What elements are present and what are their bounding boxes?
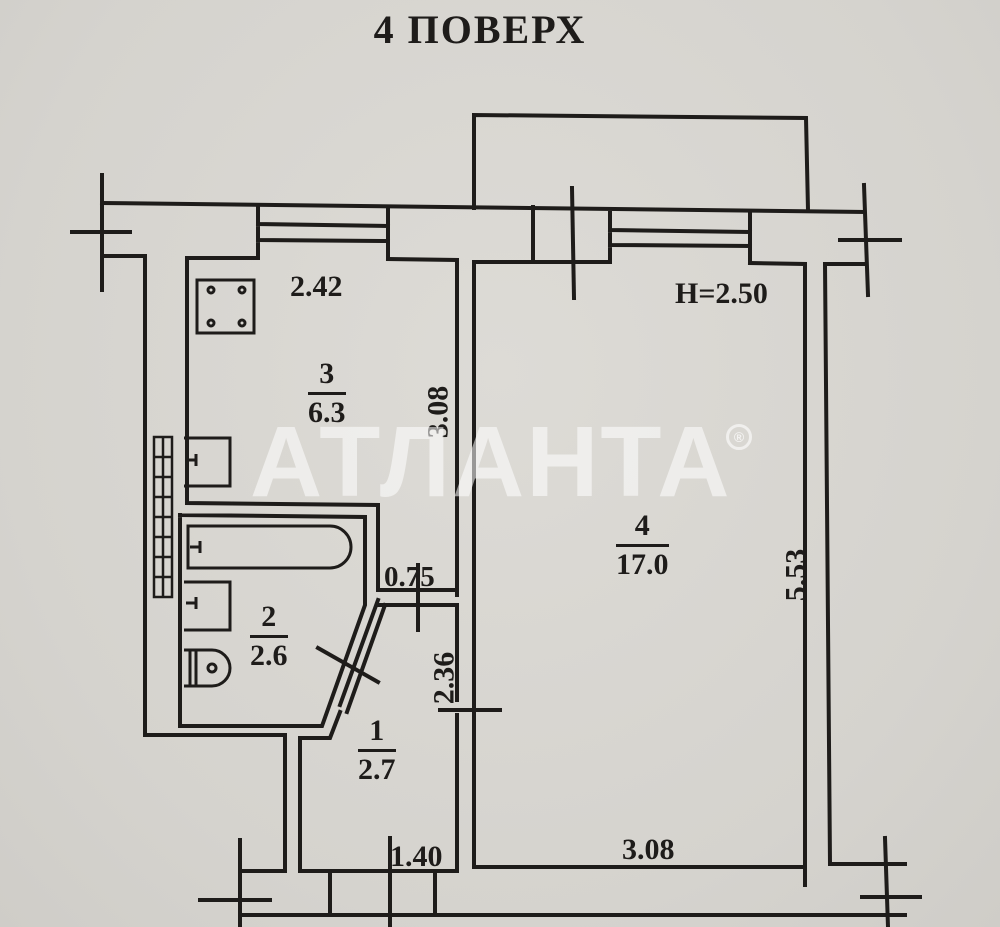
hall-depth-dimension: 2.36 — [427, 651, 461, 705]
room-number: 4 — [616, 510, 669, 547]
floor-title: 4 ПОВЕРХ — [373, 7, 587, 52]
ceiling-height-label: H=2.50 — [675, 277, 768, 310]
watermark-logo: АТЛАНТА — [250, 406, 732, 518]
room-1-hall-label: 1 2.7 — [358, 715, 396, 785]
stove-icon — [195, 278, 256, 335]
bathtub-icon — [186, 524, 353, 570]
hall-width-dimension: 1.40 — [390, 840, 443, 873]
kitchen-window — [255, 206, 391, 260]
room-window — [607, 211, 753, 264]
radiator-icon — [152, 435, 174, 599]
room-number: 2 — [250, 601, 288, 638]
room-width-dimension: 3.08 — [622, 833, 675, 866]
kitchen-sink-icon — [184, 436, 232, 488]
room-area: 17.0 — [616, 547, 669, 581]
room-number: 3 — [308, 358, 346, 395]
room-depth-dimension: 5.53 — [779, 548, 813, 602]
room-3-kitchen-label: 3 6.3 — [308, 358, 346, 428]
bathroom-walls — [177, 512, 367, 728]
room-area: 2.6 — [250, 638, 288, 672]
room-area: 2.7 — [358, 752, 396, 786]
corridor-opening-dimension: 0.75 — [384, 561, 435, 593]
balcony-outline — [472, 112, 811, 213]
room-2-bathroom-label: 2 2.6 — [250, 601, 288, 671]
room-number: 1 — [358, 715, 396, 752]
kitchen-width-dimension: 2.42 — [290, 270, 343, 303]
washbasin-icon — [184, 580, 232, 632]
toilet-icon — [184, 648, 232, 688]
registered-mark-icon: ® — [726, 424, 752, 450]
room-4-living-label: 4 17.0 — [616, 510, 669, 580]
room-area: 6.3 — [308, 395, 346, 429]
top-wall-outer — [99, 200, 867, 215]
